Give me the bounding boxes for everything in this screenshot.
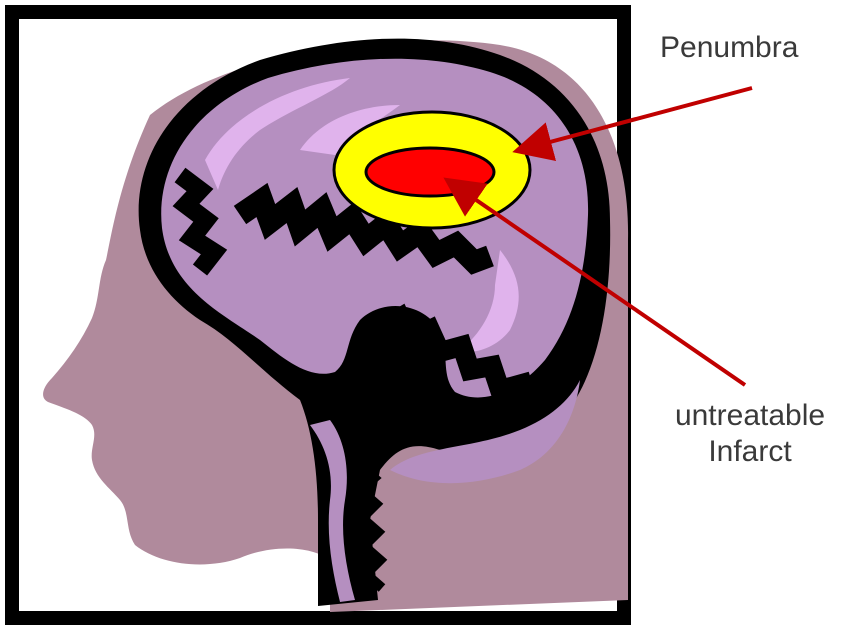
infarct-label-line2: Infarct	[650, 434, 848, 470]
infarct-label: untreatable Infarct	[650, 398, 848, 470]
penumbra-label: Penumbra	[660, 30, 798, 66]
infarct-core	[366, 148, 494, 196]
infarct-label-line1: untreatable	[650, 398, 848, 434]
